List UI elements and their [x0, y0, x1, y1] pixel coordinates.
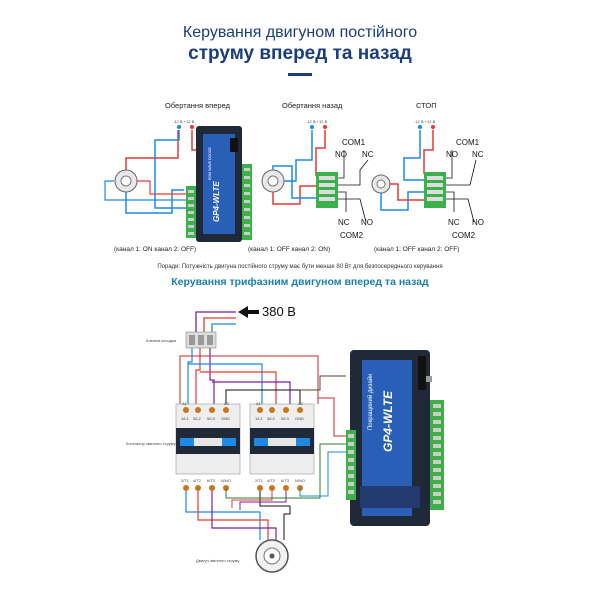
panel-reverse	[261, 125, 369, 223]
pin-nno-c1: N/NO	[221, 478, 231, 483]
voltage-label-p2: -12 В +12 В	[306, 119, 328, 124]
channels-forward: (канал 1: ON канал 2: OFF)	[114, 246, 197, 253]
pin-l1-c2: 1/L1	[255, 416, 263, 421]
module-brand: GP4-WLTE	[212, 181, 221, 222]
label-com2-p3: COM2	[452, 231, 476, 240]
voltage-label-p3: -12 В +12 В	[414, 119, 436, 124]
label-com1-p3: COM1	[456, 138, 480, 147]
label-no-p2: NO	[335, 150, 347, 159]
label-no2-p2: NO	[361, 218, 373, 227]
pin-a1-c1: A1	[182, 401, 187, 406]
title-line-2: струму вперед та назад	[188, 43, 412, 64]
pin-t3-c2: 6/T3	[281, 478, 290, 483]
pin-a1-c2: A1	[256, 401, 261, 406]
pin-gnd-c2: GND	[295, 416, 304, 421]
channels-stop: (канал 1: OFF канал 2: OFF)	[374, 246, 460, 253]
panel-forward: GP4-WLTE ROM WAVE DODGE	[104, 125, 252, 242]
pin-a2-c2: A2	[298, 401, 303, 406]
caption-reverse: Обертання назад	[282, 101, 343, 110]
module-brand-large: GP4-WLTE	[381, 390, 395, 452]
caption-forward: Обертання вперед	[165, 101, 230, 110]
label-nc-p3: NC	[472, 150, 484, 159]
pin-a2-c1: A2	[224, 401, 229, 406]
label-nc-p2: NC	[362, 150, 374, 159]
panel-stop	[371, 125, 477, 223]
label-com2-p2: COM2	[340, 231, 364, 240]
pin-l2-c1: 3/L2	[193, 416, 201, 421]
svg-text:Покращений дизайн: Покращений дизайн	[367, 374, 374, 430]
motor-label: Двигун змінного струму	[196, 558, 240, 563]
title-line-1: Керування двигуном постійного	[182, 24, 418, 41]
contactor-label: Контактор змінного струму	[126, 441, 176, 446]
pin-t2-c2: 4/T2	[267, 478, 276, 483]
power-hint: Поради: Потужність двигуна постійного ст…	[157, 264, 443, 270]
pin-l2-c2: 3/L2	[267, 416, 275, 421]
pin-l3-c2: 5/L3	[281, 416, 289, 421]
label-no-p3: NO	[446, 150, 458, 159]
voltage-label-p1: -12 В +12 В	[173, 119, 195, 124]
label-nc2-p2: NC	[338, 218, 350, 227]
label-no2-p3: NO	[472, 218, 484, 227]
label-nc2-p3: NC	[448, 218, 460, 227]
pin-nno-c2: N/NO	[295, 478, 305, 483]
pin-t1-c2: 2/T1	[255, 478, 264, 483]
arrow-left-icon	[238, 306, 248, 318]
pin-t2-c1: 4/T2	[193, 478, 202, 483]
three-phase-diagram: GP4-WLTE Покращений дизайн	[175, 306, 444, 573]
terminal-block-label: Клемна колодка	[146, 338, 177, 343]
pin-l1-c1: 1/L1	[181, 416, 189, 421]
pin-l3-c1: 5/L3	[207, 416, 215, 421]
section-subtitle: Керування трифазним двигуном вперед та н…	[171, 276, 429, 288]
channels-reverse: (канал 1: OFF канал 2: ON)	[248, 246, 331, 253]
caption-stop: СТОП	[416, 101, 437, 110]
pin-gnd-c1: GND	[221, 416, 230, 421]
voltage-380-label: 380 В	[262, 304, 296, 319]
title-underline	[288, 73, 312, 76]
pin-t1-c1: 2/T1	[181, 478, 190, 483]
label-com1-p2: COM1	[342, 138, 366, 147]
pin-t3-c1: 6/T3	[207, 478, 216, 483]
svg-text:ROM WAVE DODGE: ROM WAVE DODGE	[208, 146, 212, 180]
